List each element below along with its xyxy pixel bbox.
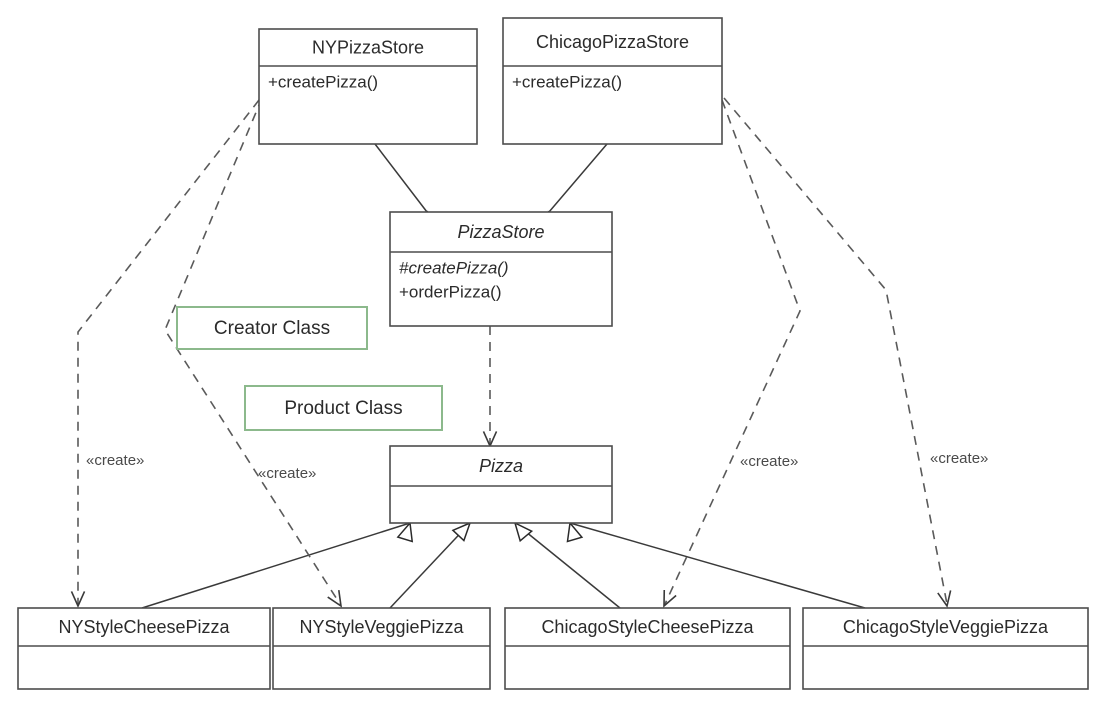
generalization-line-chicago-pizza-store: [548, 143, 608, 213]
class-member-ny-pizza-store-0: +createPizza(): [268, 72, 378, 91]
class-box-chicago-style-cheese-pizza[interactable]: ChicagoStyleCheesePizza: [504, 607, 791, 690]
generalization-arrowhead-nystyle-cheese-pizza: [396, 521, 414, 543]
annotation-product-class-note[interactable]: Product Class: [244, 385, 443, 431]
class-name-chicago-style-cheese-pizza: ChicagoStyleCheesePizza: [541, 617, 754, 637]
edge-label-layer: «create» «create» «create» «create»: [86, 450, 988, 482]
class-box-outline-chicago-style-veggie-pizza: [802, 607, 1089, 690]
class-name-chicago-pizza-store: ChicagoPizzaStore: [536, 32, 689, 52]
annotation-label-creator-class-note: Creator Class: [214, 318, 330, 339]
annotation-creator-class-note[interactable]: Creator Class: [176, 306, 368, 350]
class-box-ny-pizza-store[interactable]: NYPizzaStore +createPizza(): [258, 28, 478, 145]
generalization-line-nypizza-store: [374, 143, 428, 213]
dependency-arrowhead-dep-chicago-to-chicagocheese: [663, 589, 677, 608]
class-member-chicago-pizza-store-0: +createPizza(): [512, 72, 622, 91]
class-box-outline-pizza-store: [389, 211, 613, 327]
dependency-arrowhead-dep-ny-to-nycheese: [70, 591, 86, 608]
dependency-stereotype-label: «create»: [740, 453, 798, 470]
dependency-stereotype-label: «create»: [930, 450, 988, 467]
class-box-outline-chicago-style-cheese-pizza: [504, 607, 791, 690]
dependency-arrowhead-dep-ny-to-nyveggie: [327, 590, 343, 608]
class-box-pizza[interactable]: Pizza: [389, 445, 613, 524]
generalization-arrowhead-chicago-style-veggie-pizza: [566, 521, 584, 543]
class-box-outline-ny-style-cheese-pizza: [17, 607, 271, 690]
generalization-arrowhead-chicago-style-cheese-pizza: [513, 521, 534, 543]
class-name-ny-style-cheese-pizza: NYStyleCheesePizza: [58, 617, 230, 637]
generalization-arrowhead-nystyle-veggie-pizza: [451, 521, 472, 542]
class-box-outline-pizza: [389, 445, 613, 524]
class-box-outline-chicago-pizza-store: [502, 17, 723, 145]
generalization-line-nystyle-cheese-pizza: [141, 522, 411, 609]
dependency-line-dep-chicago-to-chicagocheese: [664, 99, 801, 605]
class-name-chicago-style-veggie-pizza: ChicagoStyleVeggiePizza: [843, 617, 1049, 637]
generalization-line-chicago-style-veggie-pizza: [569, 522, 866, 609]
annotation-outline-creator-class-note: [176, 306, 368, 350]
class-box-outline-ny-style-veggie-pizza: [272, 607, 491, 690]
class-box-ny-style-cheese-pizza[interactable]: NYStyleCheesePizza: [17, 607, 271, 690]
class-box-pizza-store[interactable]: PizzaStore #createPizza() +orderPizza(): [389, 211, 613, 327]
dependency-arrowhead-dep-chicago-to-chicagoveggie: [937, 590, 952, 608]
generalization-line-nystyle-veggie-pizza: [389, 522, 471, 609]
class-name-ny-style-veggie-pizza: NYStyleVeggiePizza: [299, 617, 464, 637]
class-box-chicago-pizza-store[interactable]: ChicagoPizzaStore +createPizza(): [502, 17, 723, 145]
annotation-label-product-class-note: Product Class: [284, 398, 402, 419]
annotation-outline-product-class-note: [244, 385, 443, 431]
edge-layer: [70, 97, 952, 609]
dependency-stereotype-label: «create»: [86, 452, 144, 469]
class-name-pizza-store: PizzaStore: [457, 222, 544, 242]
class-name-ny-pizza-store: NYPizzaStore: [312, 37, 424, 57]
dependency-stereotype-label: «create»: [258, 465, 316, 482]
class-box-layer: NYPizzaStore+createPizza()ChicagoPizzaSt…: [17, 17, 1089, 690]
generalization-line-chicago-style-cheese-pizza: [514, 522, 621, 609]
dependency-line-dep-ny-to-nycheese: [77, 99, 260, 604]
dependency-line-dep-chicago-to-chicagoveggie: [723, 97, 948, 605]
class-box-chicago-style-veggie-pizza[interactable]: ChicagoStyleVeggiePizza: [802, 607, 1089, 690]
dependency-line-dep-ny-to-nyveggie: [164, 97, 341, 605]
class-member-pizza-store-0: #createPizza(): [399, 258, 509, 277]
class-member-pizza-store-1: +orderPizza(): [399, 282, 502, 301]
class-name-pizza: Pizza: [479, 456, 523, 476]
class-box-ny-style-veggie-pizza[interactable]: NYStyleVeggiePizza: [272, 607, 491, 690]
class-box-outline-ny-pizza-store: [258, 28, 478, 145]
